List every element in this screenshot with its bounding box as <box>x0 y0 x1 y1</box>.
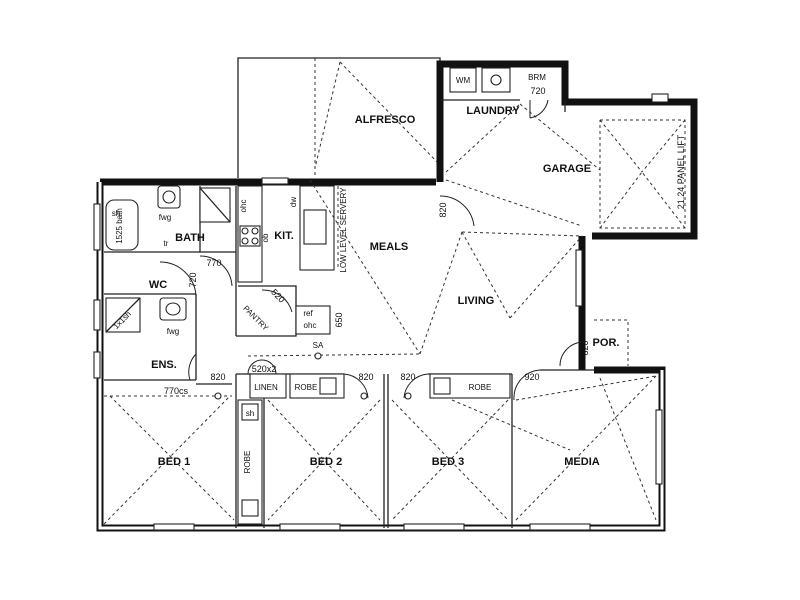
label-robe-bed1: ROBE <box>243 451 252 474</box>
smoke-alarms <box>214 352 412 400</box>
fixture-ob: ob <box>261 233 270 242</box>
fixture-bath-tub: 1525 bath <box>115 208 124 244</box>
label-wc: WC <box>149 279 167 291</box>
dim-linen-door: 520x2 <box>252 364 277 374</box>
dim-ens-door: 820 <box>210 372 225 382</box>
fixture-sa: SA <box>313 341 324 350</box>
living-outline <box>247 231 583 357</box>
label-robe-bed2: ROBE <box>295 383 318 392</box>
dim-pantry-door: 520 <box>269 287 287 305</box>
dim-ens-cs: 770cs <box>164 386 189 396</box>
label-por: POR. <box>593 337 620 349</box>
laundry-garage-walls <box>439 67 686 229</box>
fixture-ohc-pantry: ohc <box>304 321 317 330</box>
dim-laundry-door: 720 <box>530 86 545 96</box>
fixture-fwg-bath: fwg <box>159 213 171 222</box>
fixture-dw: dw <box>289 197 298 207</box>
fixture-fwg-ens: fwg <box>167 327 179 336</box>
windows <box>93 177 663 531</box>
dim-media-door: 920 <box>524 372 539 382</box>
fixture-brm: BRM <box>528 73 546 82</box>
label-bed2: BED 2 <box>310 456 342 468</box>
label-garage: GARAGE <box>543 163 591 175</box>
dim-bath-door: 770 <box>206 258 221 268</box>
fixture-ohc-bath: ohc <box>239 200 248 213</box>
label-ens: ENS. <box>151 359 177 371</box>
label-media: MEDIA <box>564 456 600 468</box>
label-laundry: LAUNDRY <box>466 105 520 117</box>
fixture-low-servery: LOW LEVEL SERVERY <box>339 187 348 273</box>
dim-pantry-650: 650 <box>334 312 344 327</box>
label-living: LIVING <box>458 295 495 307</box>
label-linen: LINEN <box>254 383 278 392</box>
dim-wc-door: 720 <box>188 272 198 287</box>
label-robe-bed3: ROBE <box>469 383 492 392</box>
fixture-ref: ref <box>303 309 313 318</box>
fixture-sh: sh <box>112 209 120 218</box>
label-garage-door: 21.24 PANEL LIFT <box>676 134 686 209</box>
label-alfresco: ALFRESCO <box>355 114 416 126</box>
label-meals: MEALS <box>370 241 409 253</box>
label-bed3: BED 3 <box>432 456 464 468</box>
bedroom-walls <box>103 319 657 528</box>
dim-alfresco-door: 820 <box>438 202 448 217</box>
fixture-tr: tr <box>164 239 169 248</box>
dim-por-door: 820 <box>580 340 590 355</box>
fixture-robe-sh: sh <box>246 409 254 418</box>
label-pantry: PANTRY <box>241 304 270 333</box>
fixture-wm: WM <box>456 76 471 85</box>
label-bath: BATH <box>175 232 205 244</box>
dim-bed3-door: 820 <box>400 372 415 382</box>
dim-bed2-door: 820 <box>358 372 373 382</box>
wet-area-walls <box>104 179 463 381</box>
label-kit: KIT. <box>274 230 294 242</box>
label-bed1: BED 1 <box>158 456 190 468</box>
